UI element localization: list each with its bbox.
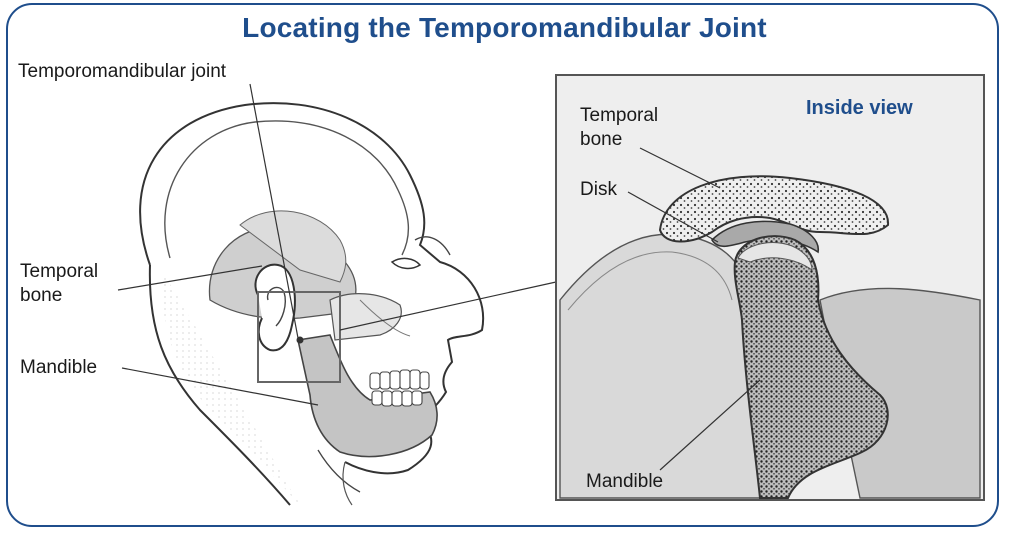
head-profile [140,103,483,505]
inset-label-temporal-bone: Temporal bone [580,104,658,152]
inside-view-title: Inside view [806,97,913,120]
label-temporomandibular-joint: Temporomandibular joint [18,60,226,84]
inset-label-mandible: Mandible [586,470,663,494]
inset-label-disk: Disk [580,178,617,202]
label-mandible: Mandible [20,356,97,380]
label-temporal-bone: Temporal bone [20,260,98,308]
